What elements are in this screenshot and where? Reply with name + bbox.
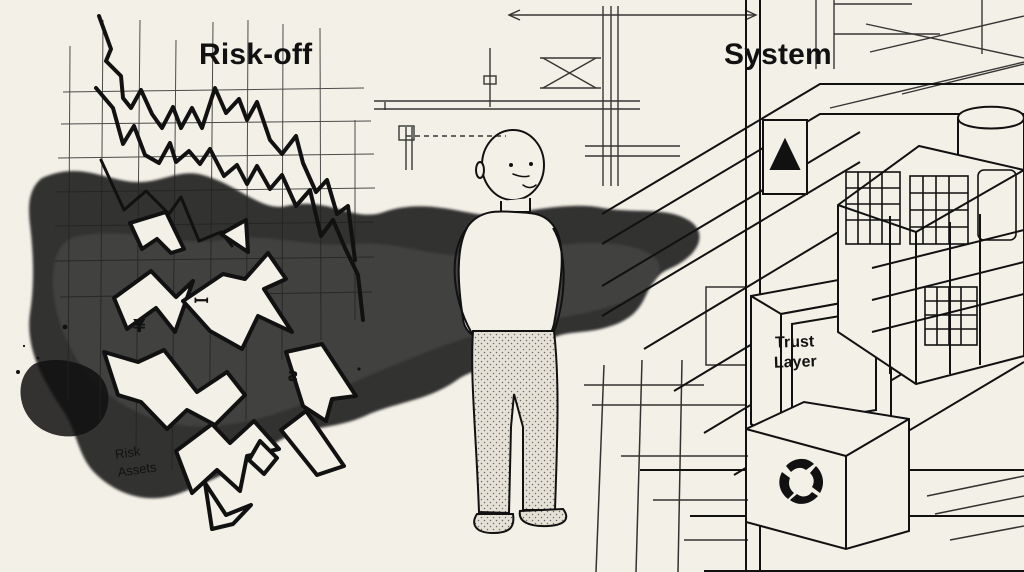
system-machinery (601, 0, 1024, 572)
left-grid (54, 19, 376, 471)
person-icon (453, 129, 568, 535)
floor-lines (584, 286, 1024, 572)
background-structure (374, 0, 1024, 186)
arrow-triangle-icon (769, 137, 801, 170)
small-glyph: ꟷ (194, 291, 209, 312)
yen-symbol: ¥ (133, 316, 146, 337)
grid-cube-icon (845, 169, 1017, 346)
risk-off-title: Risk-off (199, 38, 313, 71)
trust-layer-label: Trust Layer (773, 333, 817, 372)
debris-arrows (102, 210, 358, 531)
falling-chart-icon (94, 14, 365, 322)
small-glyph-2: ƨ (288, 365, 299, 386)
network-logo-icon (779, 458, 824, 504)
system-title: System (724, 38, 832, 71)
